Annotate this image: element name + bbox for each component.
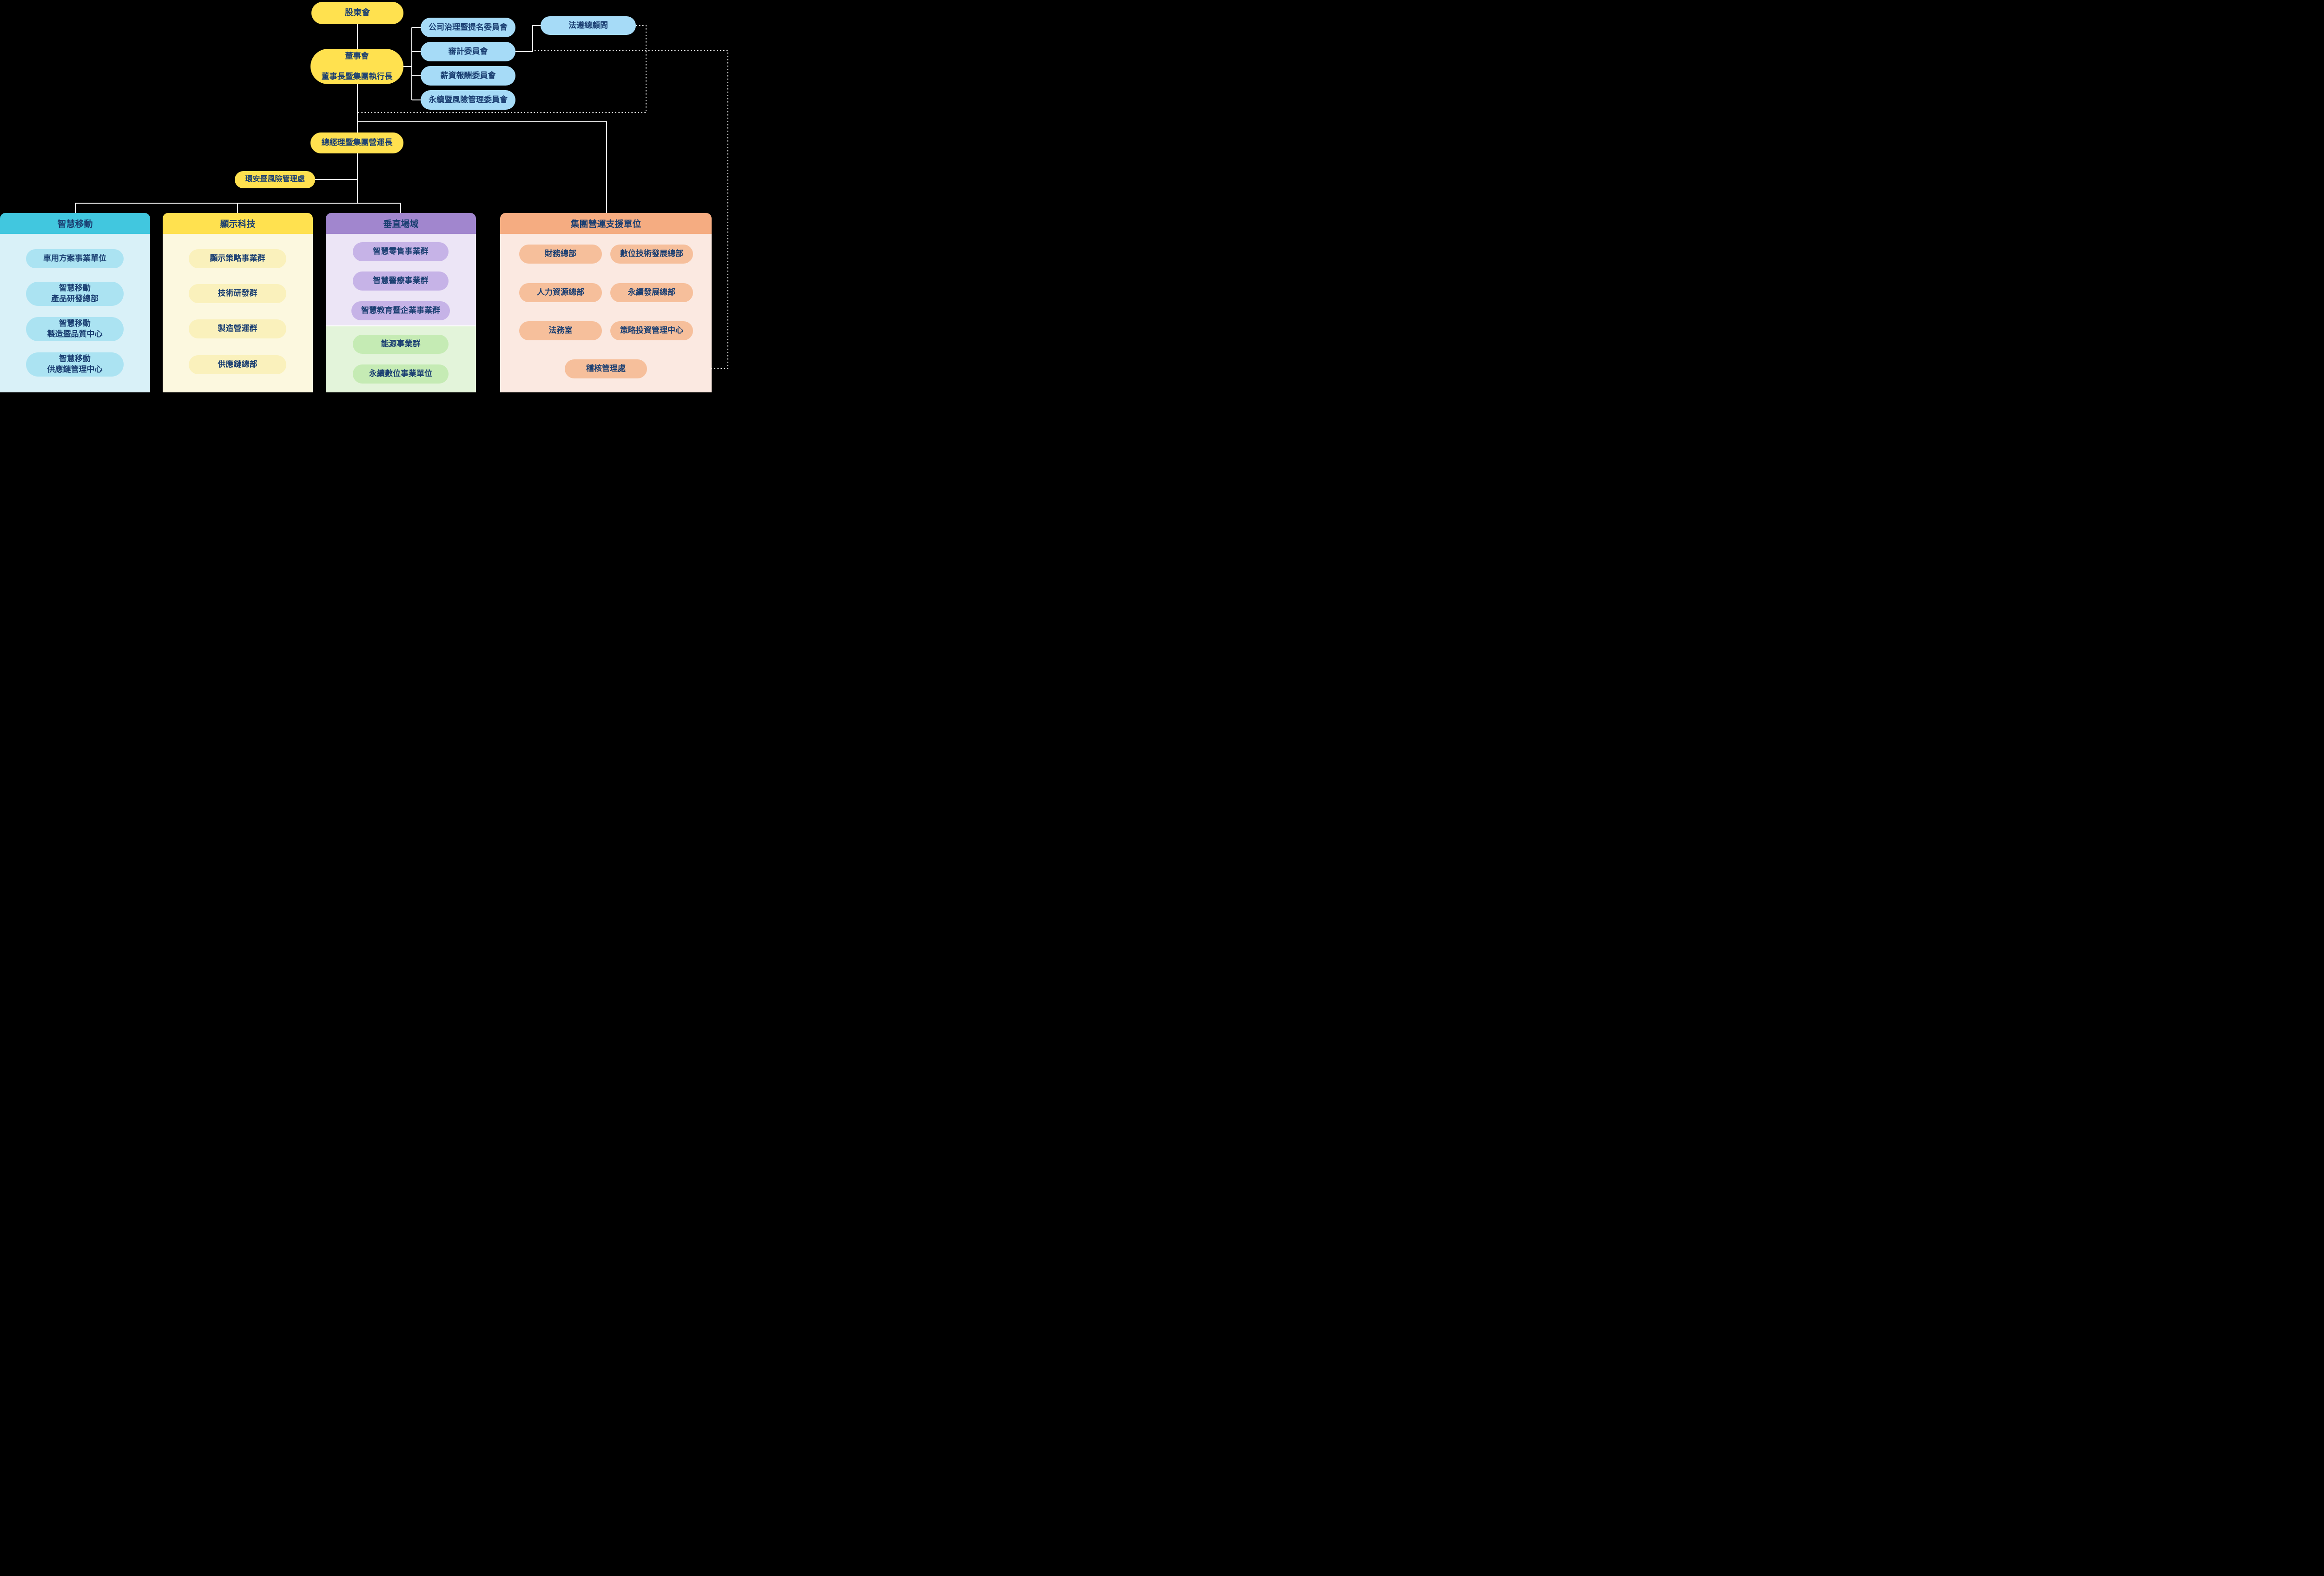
unit-pill: 財務總部	[519, 245, 602, 264]
division-header: 顯示科技	[163, 213, 313, 234]
unit-pill: 技術研發群	[189, 284, 286, 303]
unit-pill: 製造營運群	[189, 319, 286, 338]
unit-pill-audit-office: 稽核管理處	[565, 359, 647, 378]
node-president-coo: 總經理暨集團營運長	[310, 132, 403, 153]
unit-pill: 永續數位事業單位	[353, 364, 449, 384]
unit-pill: 法務室	[519, 321, 602, 340]
node-ehs-risk-office: 環安暨風險管理處	[235, 171, 315, 188]
unit-pill: 策略投資管理中心	[610, 321, 693, 340]
unit-pill: 顯示策略事業群	[189, 249, 286, 268]
node-chief-compliance-counsel: 法遵總顧問	[541, 16, 636, 35]
unit-pill: 車用方案事業單位	[26, 249, 124, 268]
division-vertical-solutions: 垂直場域 智慧零售事業群 智慧醫療事業群 智慧教育暨企業事業群 能源事業群 永續…	[326, 213, 476, 392]
node-sustainability-risk-committee: 永續暨風險管理委員會	[421, 90, 515, 110]
unit-pill: 智慧零售事業群	[353, 242, 449, 261]
division-header: 垂直場域	[326, 213, 476, 234]
division-header: 集團營運支援單位	[500, 213, 712, 234]
division-header: 智慧移動	[0, 213, 150, 234]
unit-pill: 人力資源總部	[519, 283, 602, 302]
node-governance-nomination-committee: 公司治理暨提名委員會	[421, 18, 515, 37]
node-compensation-committee: 薪資報酬委員會	[421, 66, 515, 86]
org-chart: 股東會 董事會 董事長暨集團執行長 公司治理暨提名委員會 審計委員會 薪資報酬委…	[0, 0, 729, 392]
unit-pill: 供應鏈總部	[189, 355, 286, 374]
unit-pill: 智慧教育暨企業事業群	[351, 301, 450, 320]
board-title: 董事會	[345, 51, 369, 60]
division-group-support-units: 集團營運支援單位 財務總部 數位技術發展總部 人力資源總部 永續發展總部 法務室…	[500, 213, 712, 392]
unit-pill: 數位技術發展總部	[610, 245, 693, 264]
node-audit-committee: 審計委員會	[421, 42, 515, 61]
board-subtitle: 董事長暨集團執行長	[321, 72, 393, 81]
unit-pill: 永續發展總部	[610, 283, 693, 302]
unit-pill: 智慧移動 製造暨品質中心	[26, 317, 124, 341]
unit-pill: 智慧移動 供應鏈管理中心	[26, 352, 124, 377]
unit-pill: 智慧移動 產品研發總部	[26, 282, 124, 306]
division-smart-mobility: 智慧移動 車用方案事業單位 智慧移動 產品研發總部 智慧移動 製造暨品質中心 智…	[0, 213, 150, 392]
unit-pill: 智慧醫療事業群	[353, 271, 449, 291]
dotted-connectors	[358, 25, 728, 369]
board-text: 董事會 董事長暨集團執行長	[322, 41, 393, 92]
unit-pill: 能源事業群	[353, 335, 449, 354]
division-display-technology: 顯示科技 顯示策略事業群 技術研發群 製造營運群 供應鏈總部	[163, 213, 313, 392]
node-board-chairman-ceo: 董事會 董事長暨集團執行長	[310, 49, 403, 84]
node-shareholders-meeting: 股東會	[311, 2, 403, 24]
